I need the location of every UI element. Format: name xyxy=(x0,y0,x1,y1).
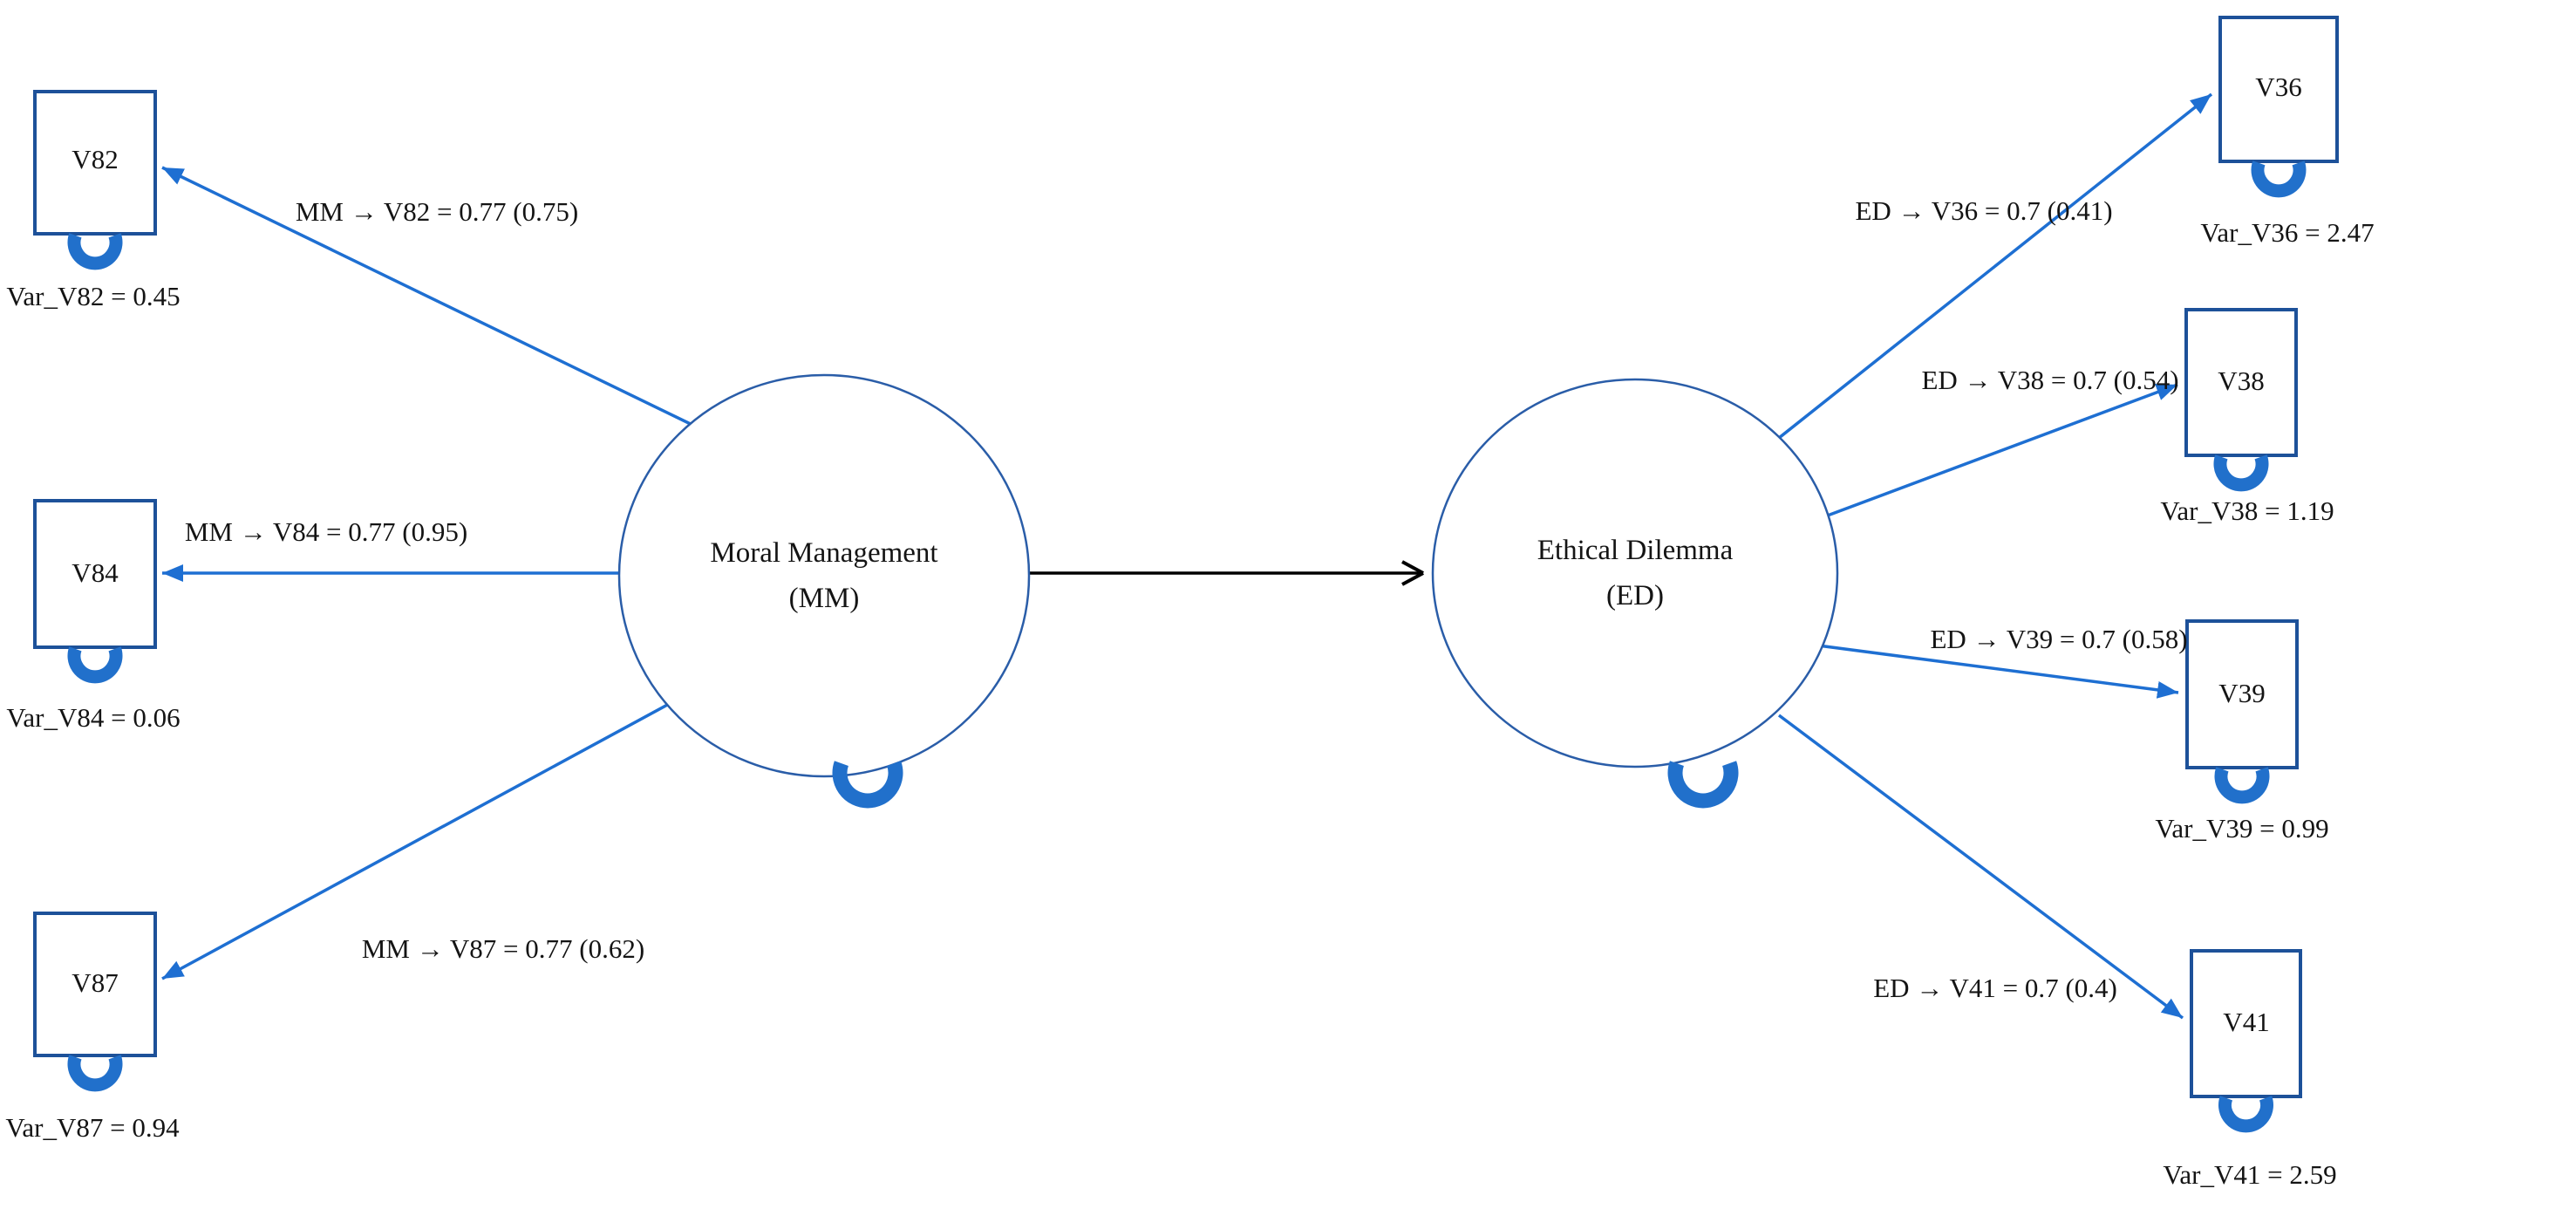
indicator-box-v38 xyxy=(2184,308,2298,457)
error-variance-arc-v41 xyxy=(2218,1096,2273,1133)
error-variance-arc-v82 xyxy=(67,233,123,270)
path-label-ed-v41: ED → V41 = 0.7 (0.4) xyxy=(1873,973,2117,1003)
variance-label-v41: Var_V41 = 2.59 xyxy=(2163,1159,2337,1190)
loading-arrow-mm-v87 xyxy=(161,696,681,980)
latent-name-ed: Ethical Dilemma xyxy=(1537,535,1734,566)
latent-label-mm: Moral Management (MM) xyxy=(710,530,937,621)
path-label-ed-v36: ED → V36 = 0.7 (0.41) xyxy=(1855,195,2113,226)
indicator-label-v84: V84 xyxy=(72,557,119,588)
indicator-label-v36: V36 xyxy=(2255,72,2302,102)
latent-name-mm: Moral Management xyxy=(710,537,938,569)
variance-label-v39: Var_V39 = 0.99 xyxy=(2155,813,2329,844)
disturbance-arc-mm xyxy=(832,761,903,809)
indicator-label-v41: V41 xyxy=(2223,1007,2270,1037)
path-label-mm-v82: MM → V82 = 0.77 (0.75) xyxy=(295,196,579,227)
loading-arrow-ed-v39 xyxy=(1817,644,2179,699)
indicator-label-v38: V38 xyxy=(2218,365,2265,396)
indicator-label-v82: V82 xyxy=(72,144,119,174)
latent-label-ed: Ethical Dilemma (ED) xyxy=(1537,528,1734,618)
indicator-label-v39: V39 xyxy=(2218,678,2266,708)
latent-abbrev-ed: (ED) xyxy=(1606,580,1664,611)
loading-arrow-ed-v38 xyxy=(1817,383,2178,521)
loading-arrow-ed-v41 xyxy=(1777,714,2184,1020)
variance-label-v82: Var_V82 = 0.45 xyxy=(6,281,181,311)
loading-arrow-ed-v36 xyxy=(1768,92,2213,447)
disturbance-arc-ed xyxy=(1667,761,1739,809)
path-label-mm-v87: MM → V87 = 0.77 (0.62) xyxy=(361,933,645,964)
variance-label-v87: Var_V87 = 0.94 xyxy=(5,1112,180,1143)
indicator-box-v36 xyxy=(2218,16,2339,163)
error-variance-arc-v87 xyxy=(67,1055,123,1092)
indicator-box-v39 xyxy=(2185,619,2299,769)
variance-label-v38: Var_V38 = 1.19 xyxy=(2160,495,2334,526)
indicator-box-v82 xyxy=(33,90,157,236)
indicator-label-v87: V87 xyxy=(72,967,119,998)
error-variance-arc-v39 xyxy=(2214,767,2270,804)
path-label-mm-v84: MM → V84 = 0.77 (0.95) xyxy=(184,516,468,547)
error-variance-arc-v84 xyxy=(67,646,123,684)
indicator-box-v41 xyxy=(2190,949,2302,1098)
latent-ellipse-ed xyxy=(1431,378,1839,768)
variance-label-v84: Var_V84 = 0.06 xyxy=(6,702,181,733)
indicator-box-v87 xyxy=(33,912,157,1057)
variance-label-v36: Var_V36 = 2.47 xyxy=(2200,217,2375,248)
indicator-box-v84 xyxy=(33,499,157,649)
error-variance-arc-v38 xyxy=(2213,454,2269,492)
loading-arrow-mm-v82 xyxy=(161,166,699,429)
path-label-ed-v38: ED → V38 = 0.7 (0.54) xyxy=(1921,365,2179,395)
latent-ellipse-mm xyxy=(617,373,1031,778)
error-variance-arc-v36 xyxy=(2251,161,2307,198)
latent-abbrev-mm: (MM) xyxy=(788,583,860,614)
path-label-ed-v39: ED → V39 = 0.7 (0.58) xyxy=(1930,624,2188,654)
